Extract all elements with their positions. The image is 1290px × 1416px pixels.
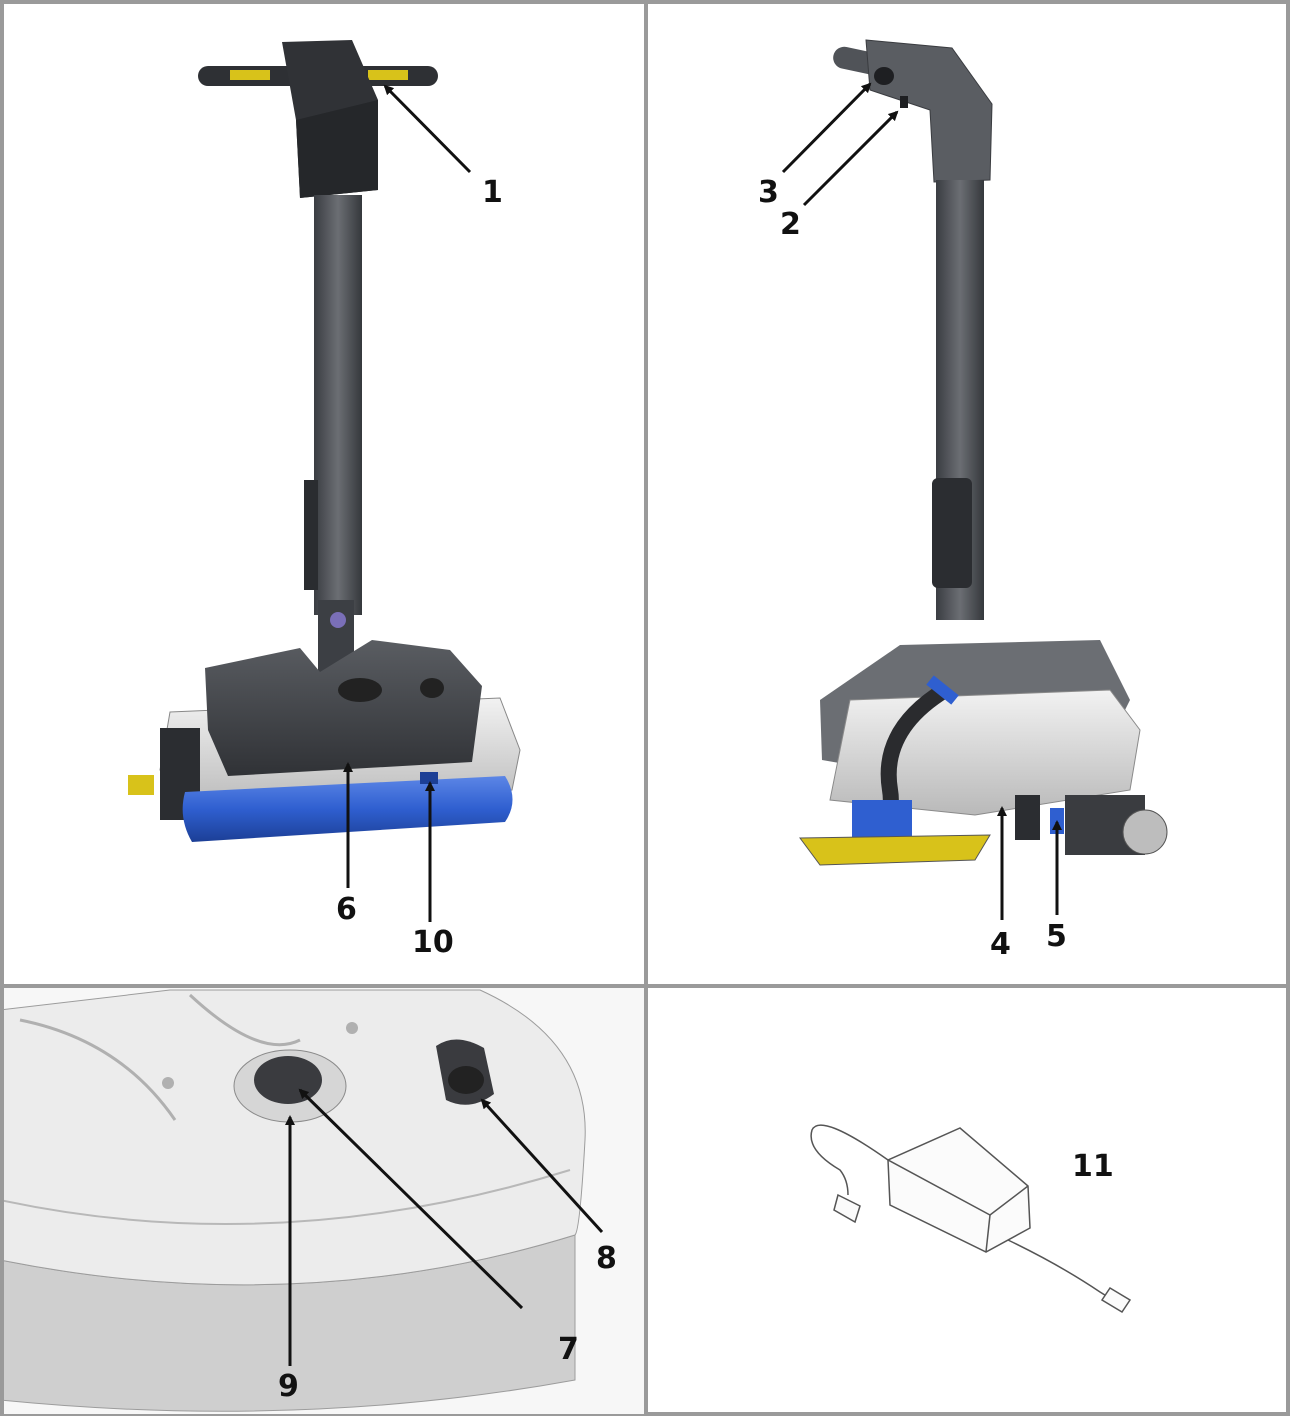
- callout-6: 6: [336, 892, 357, 927]
- callout-10: 10: [412, 925, 454, 960]
- callout-9: 9: [278, 1369, 299, 1404]
- callout-8: 8: [596, 1241, 617, 1276]
- machine-front-illustration: [128, 40, 521, 842]
- arrow-1: [383, 84, 472, 174]
- arrow-7: [298, 1088, 524, 1310]
- machine-rear-illustration: [799, 39, 1168, 866]
- callout-4: 4: [990, 927, 1011, 962]
- callout-2: 2: [780, 207, 801, 242]
- tank-detail-illustration: [4, 988, 644, 1414]
- arrow-2: [802, 110, 899, 207]
- charger-illustration: [810, 1124, 1132, 1314]
- callout-3: 3: [758, 175, 779, 210]
- callout-5: 5: [1046, 919, 1067, 954]
- callout-arrows: [285, 82, 1062, 1366]
- callout-11: 11: [1072, 1149, 1114, 1184]
- callout-1: 1: [482, 175, 503, 210]
- callout-7: 7: [558, 1332, 579, 1367]
- arrow-8: [480, 1098, 604, 1234]
- arrow-3: [781, 82, 872, 174]
